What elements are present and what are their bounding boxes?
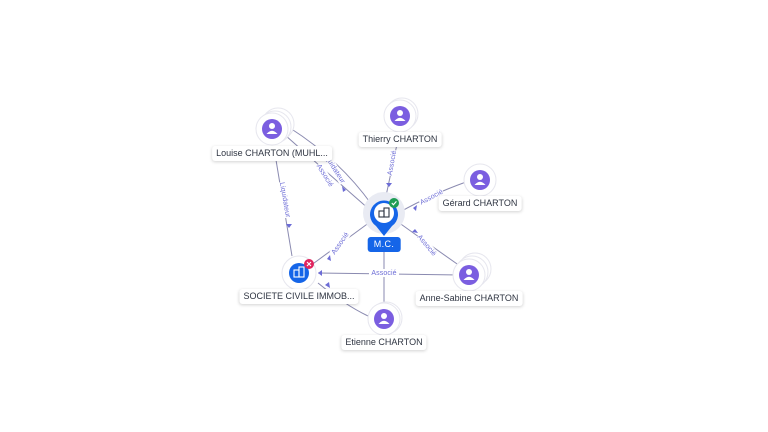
node-label-thierry: Thierry CHARTON [358, 132, 442, 147]
arrowhead [318, 270, 322, 276]
company-building-icon [378, 207, 390, 218]
arrowhead [286, 224, 292, 228]
edge-label-louise-sci: Liquidateur [278, 182, 291, 219]
node-label-louise: Louise CHARTON (MUHL... [212, 146, 332, 161]
center-node-label: M.C. [367, 237, 401, 252]
arrowhead [412, 229, 418, 233]
node-label-etienne: Etienne CHARTON [341, 335, 427, 350]
edge-label-anne-center: Associé [416, 234, 438, 258]
person-icon [474, 174, 486, 185]
edge-louise-center [284, 134, 371, 211]
node-anne[interactable] [452, 252, 492, 292]
arrowhead [327, 255, 331, 261]
node-louise[interactable] [255, 107, 295, 146]
center-node[interactable] [363, 192, 405, 236]
person-icon [378, 313, 390, 324]
node-sci[interactable] [281, 255, 317, 291]
edge-label-anne-sci: Associé [371, 270, 396, 277]
arrowhead [325, 282, 330, 288]
node-etienne[interactable] [367, 301, 403, 336]
arrowhead [386, 183, 392, 187]
person-icon [394, 110, 406, 121]
node-label-sci: SOCIETE CIVILE IMMOB... [239, 289, 359, 304]
check-icon [389, 198, 399, 208]
arrowheads [286, 183, 418, 288]
edge-label-sci-center: Associé [330, 231, 350, 256]
person-icon [266, 123, 278, 134]
edge-label-thierry: Associé [387, 150, 398, 176]
node-thierry[interactable] [383, 97, 419, 133]
node-gerard[interactable] [463, 163, 497, 197]
arrowhead [413, 205, 417, 211]
person-icon [463, 269, 475, 280]
node-label-anne: Anne-Sabine CHARTON [415, 291, 523, 306]
company-building-icon [293, 266, 305, 278]
node-label-gerard: Gérard CHARTON [438, 196, 522, 211]
arrowhead [342, 186, 346, 192]
